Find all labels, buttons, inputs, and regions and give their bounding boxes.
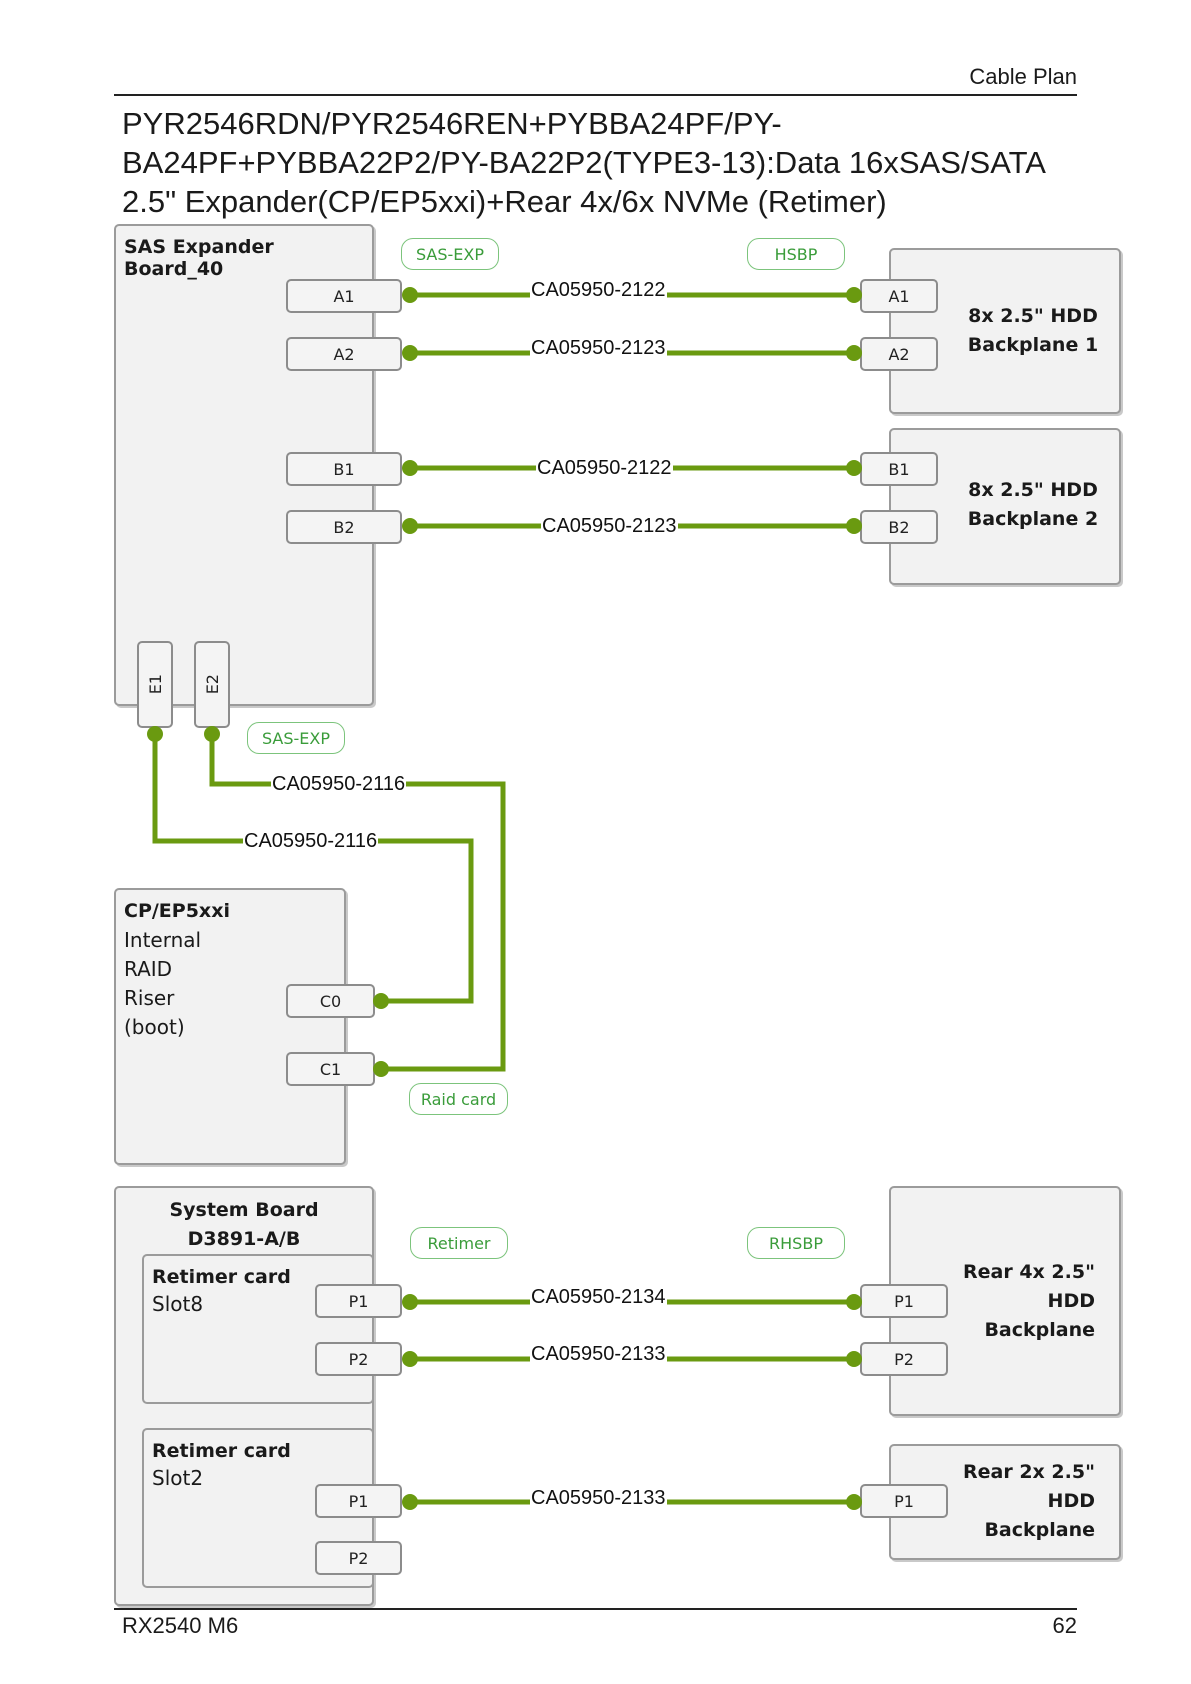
section-header: Cable Plan — [969, 64, 1077, 89]
backplane-2-title: 8x 2.5" HDD Backplane 2 — [967, 479, 1099, 530]
cable-label-s2p1: CA05950-2133 — [530, 1487, 667, 1509]
port-rear4x-p2[interactable]: P2 — [860, 1342, 948, 1376]
system-board-title: System Board D3891-A/B — [169, 1199, 319, 1250]
page-title: PYR2546RDN/PYR2546REN+PYBBA24PF/PY-BA24P… — [122, 106, 1045, 219]
dot-bp1-a2 — [846, 345, 862, 361]
backplane-1-title: 8x 2.5" HDD Backplane 1 — [967, 305, 1099, 356]
port-rear2x-p1[interactable]: P1 — [860, 1484, 948, 1518]
port-slot8-p2[interactable]: P2 — [315, 1342, 402, 1376]
backplane-1: 8x 2.5" HDD Backplane 1 — [889, 248, 1121, 414]
port-bp1-a1[interactable]: A1 — [860, 279, 938, 313]
retimer-slot2-title: Retimer card — [152, 1440, 291, 1462]
port-expander-a1[interactable]: A1 — [286, 279, 402, 313]
tag-retimer: Retimer — [410, 1227, 508, 1259]
dot-bp2-b2 — [846, 518, 862, 534]
dot-s8-p1 — [402, 1294, 418, 1310]
tag-sas-exp-mid: SAS-EXP — [247, 722, 345, 754]
cable-label-b1: CA05950-2122 — [536, 457, 673, 479]
port-expander-a2[interactable]: A2 — [286, 337, 402, 371]
dot-exp-b1 — [402, 460, 418, 476]
port-slot2-p1[interactable]: P1 — [315, 1484, 402, 1518]
rear-2x-title: Rear 2x 2.5" HDD Backplane — [963, 1461, 1095, 1541]
dot-s8-p2 — [402, 1351, 418, 1367]
dot-r4-p1 — [846, 1294, 862, 1310]
dot-exp-a1 — [402, 287, 418, 303]
cable-label-b2: CA05950-2123 — [541, 515, 678, 537]
footer-model: RX2540 M6 — [122, 1613, 239, 1638]
retimer-slot8-slot: Slot8 — [152, 1292, 204, 1316]
port-expander-e1[interactable]: E1 — [137, 641, 173, 728]
tag-raid-card: Raid card — [409, 1083, 508, 1115]
header-rule — [114, 94, 1077, 96]
port-raid-c0[interactable]: C0 — [286, 984, 375, 1018]
cable-label-s8p2: CA05950-2133 — [530, 1343, 667, 1365]
port-expander-b1[interactable]: B1 — [286, 452, 402, 486]
dot-bp2-b1 — [846, 460, 862, 476]
port-raid-c1[interactable]: C1 — [286, 1052, 375, 1086]
raid-riser-board: CP/EP5xxi Internal RAID Riser (boot) — [114, 888, 346, 1165]
dot-exp-b2 — [402, 518, 418, 534]
footer-rule — [114, 1608, 1077, 1610]
tag-sas-exp-top: SAS-EXP — [401, 238, 499, 270]
cable-label-e2: CA05950-2116 — [271, 773, 407, 795]
cable-label-e1: CA05950-2116 — [243, 830, 379, 852]
tag-rhsbp: RHSBP — [747, 1227, 845, 1259]
cable-label-a2: CA05950-2123 — [530, 337, 667, 359]
port-bp2-b1[interactable]: B1 — [860, 452, 938, 486]
rear-4x-backplane: Rear 4x 2.5" HDD Backplane — [889, 1186, 1121, 1416]
dot-exp-e2 — [204, 726, 220, 742]
dot-raid-c0 — [373, 993, 389, 1009]
dot-exp-e1 — [147, 726, 163, 742]
rear-4x-title: Rear 4x 2.5" HDD Backplane — [963, 1261, 1095, 1341]
raid-title: CP/EP5xxi — [124, 900, 230, 922]
page-number: 62 — [1052, 1613, 1077, 1638]
port-slot8-p1[interactable]: P1 — [315, 1284, 402, 1318]
dot-r4-p2 — [846, 1351, 862, 1367]
port-bp1-a2[interactable]: A2 — [860, 337, 938, 371]
port-expander-b2[interactable]: B2 — [286, 510, 402, 544]
dot-bp1-a1 — [846, 287, 862, 303]
cable-label-a1: CA05950-2122 — [530, 279, 667, 301]
sas-expander-title: SAS Expander Board_40 — [124, 236, 274, 280]
raid-description: Internal RAID Riser (boot) — [124, 928, 202, 1039]
port-slot2-p2[interactable]: P2 — [315, 1541, 402, 1575]
cable-label-s8p1: CA05950-2134 — [530, 1286, 667, 1308]
retimer-slot2-slot: Slot2 — [152, 1466, 204, 1490]
rear-2x-backplane: Rear 2x 2.5" HDD Backplane — [889, 1444, 1121, 1560]
port-expander-e2[interactable]: E2 — [194, 641, 230, 728]
dot-exp-a2 — [402, 345, 418, 361]
cable-e2-c1 — [209, 736, 506, 1072]
dot-s2-p1 — [402, 1494, 418, 1510]
cable-e1-c0 — [152, 736, 474, 1004]
retimer-slot8-title: Retimer card — [152, 1266, 291, 1288]
tag-hsbp: HSBP — [747, 238, 845, 270]
dot-r2-p1 — [846, 1494, 862, 1510]
retimer-card-slot8: Retimer card Slot8 — [142, 1254, 374, 1404]
dot-raid-c1 — [373, 1061, 389, 1077]
